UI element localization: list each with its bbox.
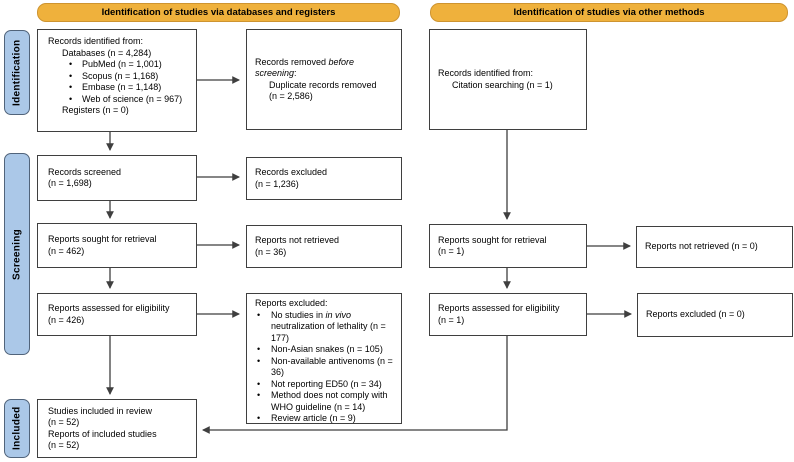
bullet-text: No studies in in vivo neutralization of …: [271, 310, 395, 345]
bullet-text: Scopus (n = 1,168): [82, 70, 159, 81]
bullet-item: • Review article (n = 9): [257, 413, 399, 425]
box-text-line: (n = 1): [438, 314, 465, 325]
box-text-line: (n = 52): [48, 440, 80, 450]
stage-label-identification: Identification: [4, 30, 30, 115]
box-text-line: Citation searching (n = 1): [452, 79, 553, 90]
box-reports-not-retrieved-other: Reports not retrieved (n = 0): [636, 226, 793, 268]
box-text-line: Records removed before screening:: [255, 57, 395, 80]
box-text-line: (n = 52): [48, 417, 80, 427]
bullet-text: Embase (n = 1,148): [82, 82, 162, 92]
box-text-line: (n = 36): [255, 246, 287, 257]
bullet-dot: •: [257, 390, 261, 400]
box-reports-not-retrieved: Reports not retrieved (n = 36): [246, 225, 402, 268]
bullet-text: Not reporting ED50 (n = 34): [271, 378, 382, 389]
box-text-line: (n = 1,236): [255, 178, 299, 189]
box-reports-assessed-other: Reports assessed for eligibility (n = 1): [429, 293, 587, 336]
bullet-item: • Non-available antivenoms (n = 36): [257, 356, 399, 379]
box-citation-identified: Records identified from: Citation search…: [429, 29, 587, 130]
bullet-item: • Method does not comply with WHO guidel…: [257, 390, 399, 413]
box-text-line: Reports not retrieved: [255, 235, 340, 245]
box-text-line: Duplicate records removed: [269, 79, 377, 90]
bullet-dot: •: [257, 309, 261, 320]
box-text-line: Reports excluded:: [255, 298, 328, 308]
box-text-line: Reports sought for retrieval: [438, 234, 547, 245]
bullet-dot: •: [69, 93, 73, 104]
box-text-line: Databases (n = 4,284): [62, 47, 152, 58]
box-text-line: Records excluded: [255, 167, 328, 177]
bullet-dot: •: [257, 413, 261, 423]
box-text-line: (n = 462): [48, 245, 85, 256]
bullet-dot: •: [69, 59, 73, 69]
box-text-line: (n = 1): [438, 246, 465, 256]
box-reports-sought-other: Reports sought for retrieval (n = 1): [429, 224, 587, 268]
bullet-text: Review article (n = 9): [271, 413, 356, 423]
bullet-text: Non-available antivenoms (n = 36): [271, 355, 393, 378]
bullet-dot: •: [69, 70, 73, 81]
box-records-removed: Records removed before screening: Duplic…: [246, 29, 402, 130]
bullet-text: Web of science (n = 967): [82, 93, 183, 104]
box-reports-excluded-other: Reports excluded (n = 0): [637, 293, 793, 337]
bullet-item: • No studies in in vivo neutralization o…: [257, 310, 399, 345]
box-text-line: Records identified from:: [48, 36, 144, 46]
bullet-text: Method does not comply with WHO guidelin…: [271, 390, 388, 412]
box-text-line: Reports assessed for eligibility: [438, 303, 560, 313]
stage-label-screening: Screening: [4, 153, 30, 355]
box-reports-excluded-detail: Reports excluded: • No studies in in viv…: [246, 293, 402, 424]
header-databases-registers: Identification of studies via databases …: [37, 3, 400, 22]
text-part: :: [294, 68, 297, 78]
text-part-italic: in vivo: [325, 309, 352, 320]
box-text-line: Reports sought for retrieval: [48, 234, 157, 244]
box-text-line: Studies included in review: [48, 405, 153, 416]
bullet-text: Non-Asian snakes (n = 105): [271, 344, 383, 354]
box-reports-assessed: Reports assessed for eligibility (n = 42…: [37, 293, 197, 336]
bullet-item: • Scopus (n = 1,168): [69, 71, 192, 83]
box-records-excluded: Records excluded (n = 1,236): [246, 157, 402, 200]
text-part: Records removed: [255, 56, 329, 67]
bullet-dot: •: [257, 355, 261, 366]
bullet-item: • Embase (n = 1,148): [69, 82, 192, 94]
bullet-item: • Web of science (n = 967): [69, 94, 192, 106]
box-text-line: Reports not retrieved (n = 0): [645, 241, 758, 252]
header-other-methods: Identification of studies via other meth…: [430, 3, 788, 22]
box-text-line: Reports assessed for eligibility: [48, 303, 170, 313]
box-records-screened: Records screened (n = 1,698): [37, 155, 197, 201]
box-studies-included: Studies included in review (n = 52) Repo…: [37, 399, 197, 458]
bullet-text: PubMed (n = 1,001): [82, 59, 162, 69]
box-text-line: Registers (n = 0): [62, 105, 129, 115]
bullet-item: • Non-Asian snakes (n = 105): [257, 344, 399, 356]
text-part-italic: before screening: [255, 56, 355, 79]
text-part: neutralization of lethality (n = 177): [271, 321, 386, 343]
bullet-dot: •: [257, 378, 261, 389]
box-text-line: Records screened: [48, 166, 122, 177]
box-text-line: Reports excluded (n = 0): [646, 309, 745, 320]
text-part: No studies in: [271, 309, 326, 320]
stage-label-included: Included: [4, 399, 30, 458]
bullet-dot: •: [257, 344, 261, 354]
box-reports-sought: Reports sought for retrieval (n = 462): [37, 223, 197, 268]
box-text-line: (n = 426): [48, 314, 85, 325]
box-records-identified: Records identified from: Databases (n = …: [37, 29, 197, 132]
bullet-dot: •: [69, 82, 73, 92]
box-text-line: (n = 1,698): [48, 178, 92, 188]
bullet-item: • Not reporting ED50 (n = 34): [257, 379, 399, 391]
box-text-line: Records identified from:: [438, 68, 534, 78]
box-text-line: Reports of included studies: [48, 428, 157, 439]
bullet-item: • PubMed (n = 1,001): [69, 59, 192, 71]
box-text-line: (n = 2,586): [269, 91, 313, 101]
